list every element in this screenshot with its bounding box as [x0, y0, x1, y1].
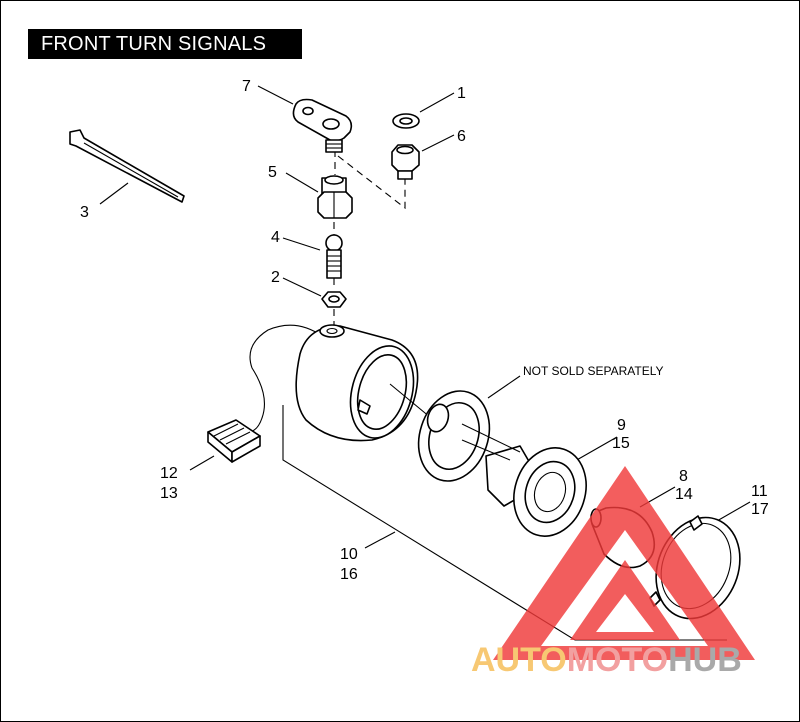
lock-washer: [392, 113, 420, 129]
callout-13: 13: [160, 485, 178, 502]
lamp-housing: [249, 324, 449, 442]
hex-nut-6: [391, 144, 420, 180]
watermark-text: AUTOMOTOHUB: [471, 641, 742, 679]
watermark-auto: AUTO: [471, 641, 567, 679]
bulb-socket: [461, 423, 587, 537]
callout-1: 1: [457, 85, 466, 102]
ball-stud: [325, 234, 343, 279]
callout-14: 14: [675, 486, 693, 503]
cable-tie: [69, 129, 185, 203]
callout-12: 12: [160, 465, 178, 482]
gasket: [417, 390, 491, 482]
watermark-hub: HUB: [668, 641, 742, 679]
callout-16: 16: [340, 566, 358, 583]
callout-2: 2: [271, 269, 280, 286]
callout-7: 7: [242, 78, 251, 95]
watermark-moto: MOTO: [567, 641, 668, 679]
adapter-nut: [317, 175, 353, 219]
callout-9: 9: [617, 417, 626, 434]
callout-15: 15: [612, 435, 630, 452]
callout-5: 5: [268, 164, 277, 181]
callout-8: 8: [679, 468, 688, 485]
callout-6: 6: [457, 128, 466, 145]
diagram-title: FRONT TURN SIGNALS: [28, 29, 302, 59]
callout-11: 11: [751, 483, 768, 500]
assembly-lines: [333, 150, 406, 326]
callout-3: 3: [80, 204, 89, 221]
callout-labels: 7 1 6 5 3 4 2 NOT SOLD SEPARATELY 9 15 1…: [80, 78, 769, 583]
small-hex-nut: [321, 291, 347, 308]
mounting-bracket: [292, 98, 353, 153]
callout-17: 17: [751, 501, 769, 518]
wire-connector: [207, 419, 261, 463]
callout-10: 10: [340, 546, 358, 563]
note-not-sold-separately: NOT SOLD SEPARATELY: [523, 364, 663, 378]
watermark-logo: [493, 466, 755, 660]
callout-4: 4: [271, 229, 280, 246]
